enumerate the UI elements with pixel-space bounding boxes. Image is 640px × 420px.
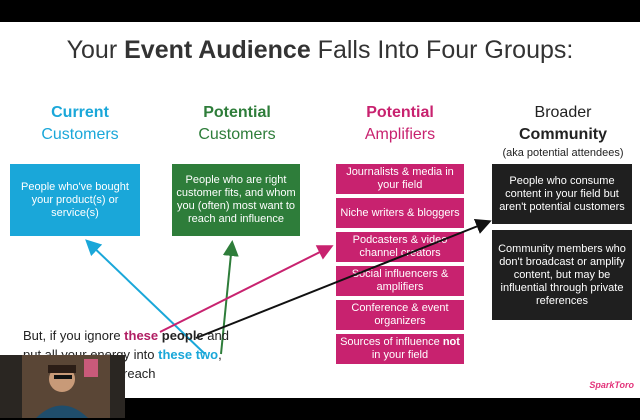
group-potential-amplifiers-header: Potential Amplifiers	[364, 104, 436, 143]
sparktoro-logo: SparkToro	[589, 380, 634, 390]
arrow-to-current-customers	[85, 239, 206, 355]
arrow-to-amplifiers	[159, 245, 334, 333]
group-current-customers-header: Current Customers	[41, 104, 119, 143]
amplifier-item: Sources of influence not in your field	[336, 334, 464, 364]
slide-title: Your Event Audience Falls Into Four Grou…	[66, 36, 574, 64]
amplifier-item: Journalists & media in your field	[336, 164, 464, 194]
presenter-avatar-icon	[0, 355, 125, 418]
community-box-members: Community members who don't broadcast or…	[492, 230, 632, 320]
amplifiers-list: Journalists & media in your field Niche …	[336, 164, 464, 364]
group-potential-customers-header: Potential Customers	[198, 104, 276, 143]
amplifier-item: Conference & event organizers	[336, 300, 464, 330]
amplifier-item: Social influencers & amplifiers	[336, 266, 464, 296]
potential-customers-box: People who are right customer fits, and …	[172, 164, 300, 236]
current-customers-box: People who've bought your product(s) or …	[10, 164, 140, 236]
community-box-consumers: People who consume content in your field…	[492, 164, 632, 224]
arrows-overlay	[85, 218, 492, 355]
arrow-to-community	[195, 218, 492, 339]
presenter-webcam	[0, 355, 125, 418]
presentation-slide: Your Event Audience Falls Into Four Grou…	[0, 22, 640, 398]
group-broader-community-header: Broader Community (aka potential attende…	[502, 104, 624, 159]
amplifier-item: Niche writers & bloggers	[336, 198, 464, 228]
